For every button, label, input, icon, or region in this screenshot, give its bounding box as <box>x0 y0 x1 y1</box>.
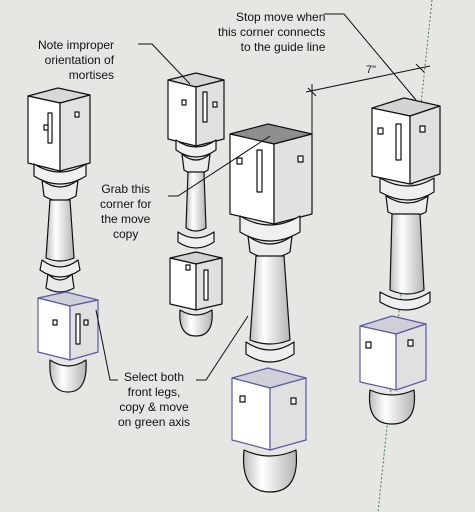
callout-line: Grab this <box>101 182 151 196</box>
callout-grab-corner: Grab this corner for the move copy <box>100 182 151 242</box>
callout-line: copy <box>113 227 139 241</box>
dimension-guide <box>305 63 431 134</box>
table-leg-2[interactable] <box>167 72 225 337</box>
table-leg-1[interactable] <box>27 87 99 393</box>
leader-grab-corner <box>168 135 271 197</box>
table-leg-3[interactable] <box>229 123 313 493</box>
callout-line: copy & move <box>119 400 189 414</box>
leader-select-legs-1 <box>95 309 118 381</box>
callout-line: Stop move when <box>236 10 326 24</box>
callout-stop-move: Stop move when this corner connects to t… <box>218 10 325 55</box>
leader-stop-move <box>324 13 417 101</box>
leader-select-legs-2 <box>196 315 249 381</box>
callout-line: this corner connects <box>218 25 326 39</box>
table-leg-4[interactable] <box>359 97 441 425</box>
callout-line: on green axis <box>118 415 191 429</box>
callout-line: the move <box>101 212 151 226</box>
callout-line: mortises <box>68 68 115 82</box>
callout-line: to the guide line <box>240 40 326 54</box>
dimension-label: 7" <box>366 64 377 76</box>
callout-line: corner for <box>100 197 152 211</box>
callout-line: Note improper <box>38 38 115 52</box>
callout-select-legs: Select both front legs, copy & move on g… <box>118 370 190 430</box>
callout-line: Select both <box>124 370 185 384</box>
callout-line: orientation of <box>44 53 115 67</box>
callout-line: front legs, <box>127 385 181 399</box>
callout-note-improper: Note improper orientation of mortises <box>38 38 114 83</box>
leader-note-improper <box>138 43 191 85</box>
